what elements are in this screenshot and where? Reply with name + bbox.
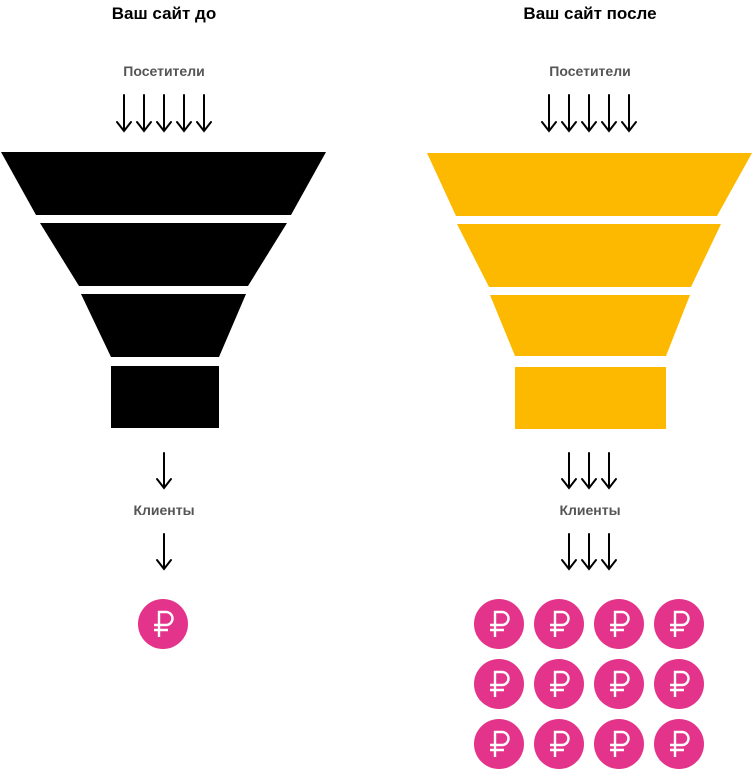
after-funnel-stage-2 (457, 224, 721, 287)
after-funnel-stage-3 (490, 295, 690, 356)
before-coin-1 (138, 599, 188, 649)
before-clients-label: Клиенты (133, 502, 195, 518)
ruble-icon (550, 610, 570, 637)
ruble-icon (154, 610, 174, 637)
after-funnel (427, 153, 752, 429)
after-clients-bottom-arrow-3 (601, 533, 617, 571)
after-clients-bottom-arrow-1 (561, 533, 577, 571)
after-coin-9 (474, 719, 524, 769)
after-coin-8 (654, 659, 704, 709)
ruble-icon (550, 670, 570, 697)
before-funnel (1, 152, 326, 428)
before-funnel-stage-1 (1, 152, 326, 215)
after-visitors-arrow-4 (601, 94, 617, 133)
before-funnel-stage-2 (40, 223, 287, 286)
after-clients-top-arrow-2 (581, 452, 597, 490)
before-clients-arrow-1 (156, 452, 172, 490)
after-coin-12 (654, 719, 704, 769)
ruble-icon (550, 730, 570, 757)
before-visitors-arrow-2 (136, 94, 152, 133)
after-coin-6 (534, 659, 584, 709)
after-visitors-arrow-5 (621, 94, 637, 133)
before-visitors-arrow-3 (156, 94, 172, 133)
after-coin-11 (594, 719, 644, 769)
before-visitors-arrow-4 (176, 94, 192, 133)
after-coin-4 (654, 599, 704, 649)
before-visitors-arrow-1 (116, 94, 132, 133)
after-coin-10 (534, 719, 584, 769)
after-title: Ваш сайт после (523, 4, 657, 23)
after-clients-top-arrow-1 (561, 452, 577, 490)
after-coin-3 (594, 599, 644, 649)
before-visitors-label: Посетители (123, 63, 205, 79)
after-visitors-arrow-3 (581, 94, 597, 133)
before-title: Ваш сайт до (111, 4, 217, 23)
after-coin-5 (474, 659, 524, 709)
after-funnel-stage-1 (427, 153, 752, 216)
ruble-icon (670, 610, 690, 637)
coins-group (138, 599, 704, 769)
after-coin-7 (594, 659, 644, 709)
before-clients-bottom-arrow-1 (156, 533, 172, 571)
ruble-icon (670, 670, 690, 697)
ruble-icon (490, 730, 510, 757)
ruble-icon (610, 670, 630, 697)
arrows-group (116, 94, 637, 571)
ruble-icon (610, 730, 630, 757)
after-clients-top-arrow-3 (601, 452, 617, 490)
ruble-icon (610, 610, 630, 637)
ruble-icon (670, 730, 690, 757)
ruble-icon (490, 670, 510, 697)
before-visitors-arrow-5 (196, 94, 212, 133)
after-funnel-stage-4 (515, 367, 666, 429)
after-clients-bottom-arrow-2 (581, 533, 597, 571)
after-clients-label: Клиенты (559, 502, 621, 518)
after-visitors-arrow-1 (541, 94, 557, 133)
before-funnel-stage-4 (111, 366, 219, 428)
after-visitors-arrow-2 (561, 94, 577, 133)
ruble-icon (490, 610, 510, 637)
before-funnel-stage-3 (81, 294, 246, 357)
after-coin-1 (474, 599, 524, 649)
after-visitors-label: Посетители (549, 63, 631, 79)
after-coin-2 (534, 599, 584, 649)
